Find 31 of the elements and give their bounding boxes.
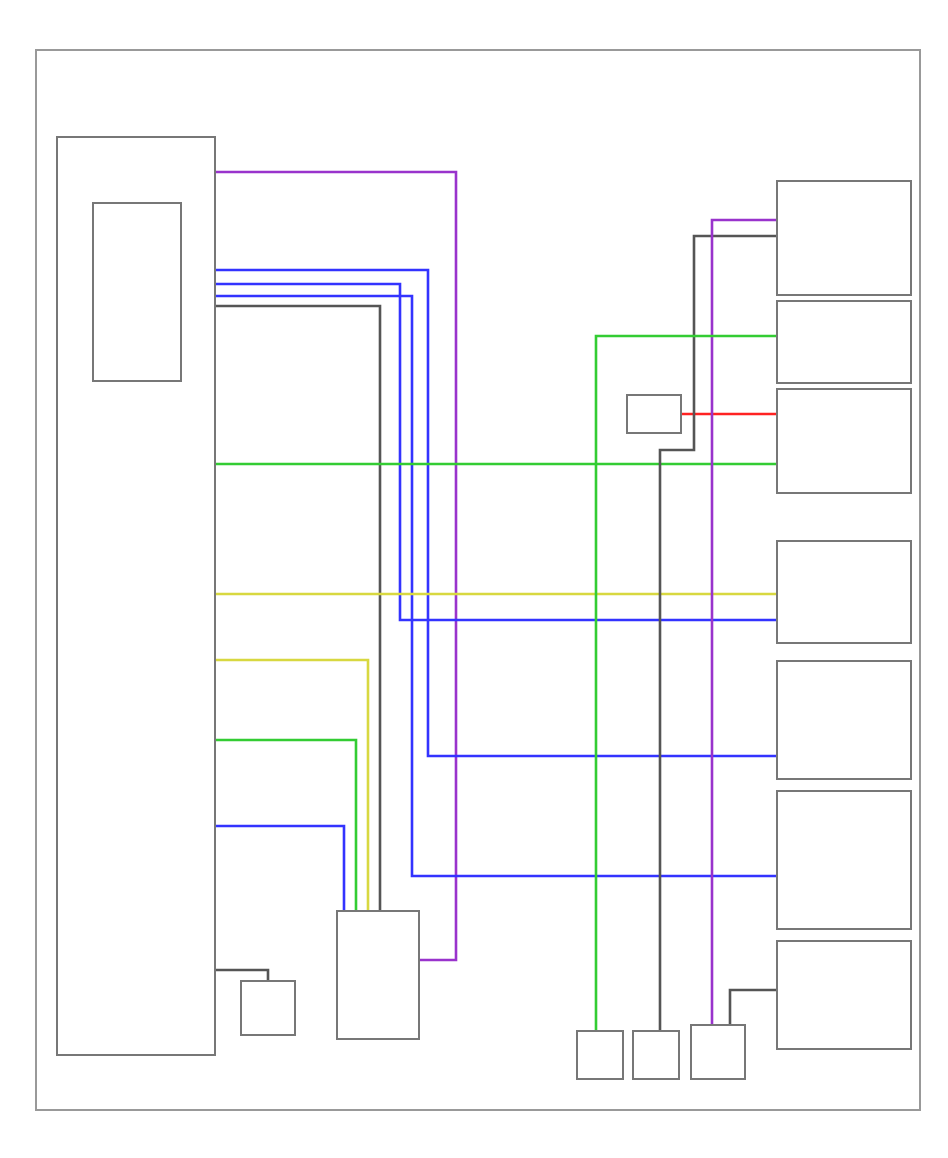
wire — [216, 268, 776, 758]
wire — [216, 592, 776, 596]
wire — [216, 304, 382, 910]
component-box — [576, 1030, 624, 1080]
wire — [728, 988, 776, 1024]
wire — [216, 294, 776, 878]
wire — [216, 462, 776, 466]
wire — [710, 218, 776, 1024]
wire — [658, 234, 776, 1030]
wire — [216, 170, 458, 962]
component-box — [776, 940, 912, 1050]
connector-block — [336, 910, 420, 1040]
wire — [216, 824, 346, 910]
wire — [216, 968, 270, 980]
component-box — [776, 540, 912, 644]
component-box — [776, 790, 912, 930]
component-box — [776, 180, 912, 296]
component-box — [632, 1030, 680, 1080]
instrument-cluster-outline — [56, 136, 216, 1056]
component-box — [776, 660, 912, 780]
wire — [216, 738, 358, 910]
component-box — [776, 388, 912, 494]
switch-box — [690, 1024, 746, 1080]
wire — [216, 658, 370, 910]
component-box — [240, 980, 296, 1036]
wire — [594, 334, 776, 1030]
wire — [682, 412, 776, 416]
component-box — [776, 300, 912, 384]
relay-box — [626, 394, 682, 434]
switch-panel — [92, 202, 182, 382]
wire — [216, 282, 776, 622]
